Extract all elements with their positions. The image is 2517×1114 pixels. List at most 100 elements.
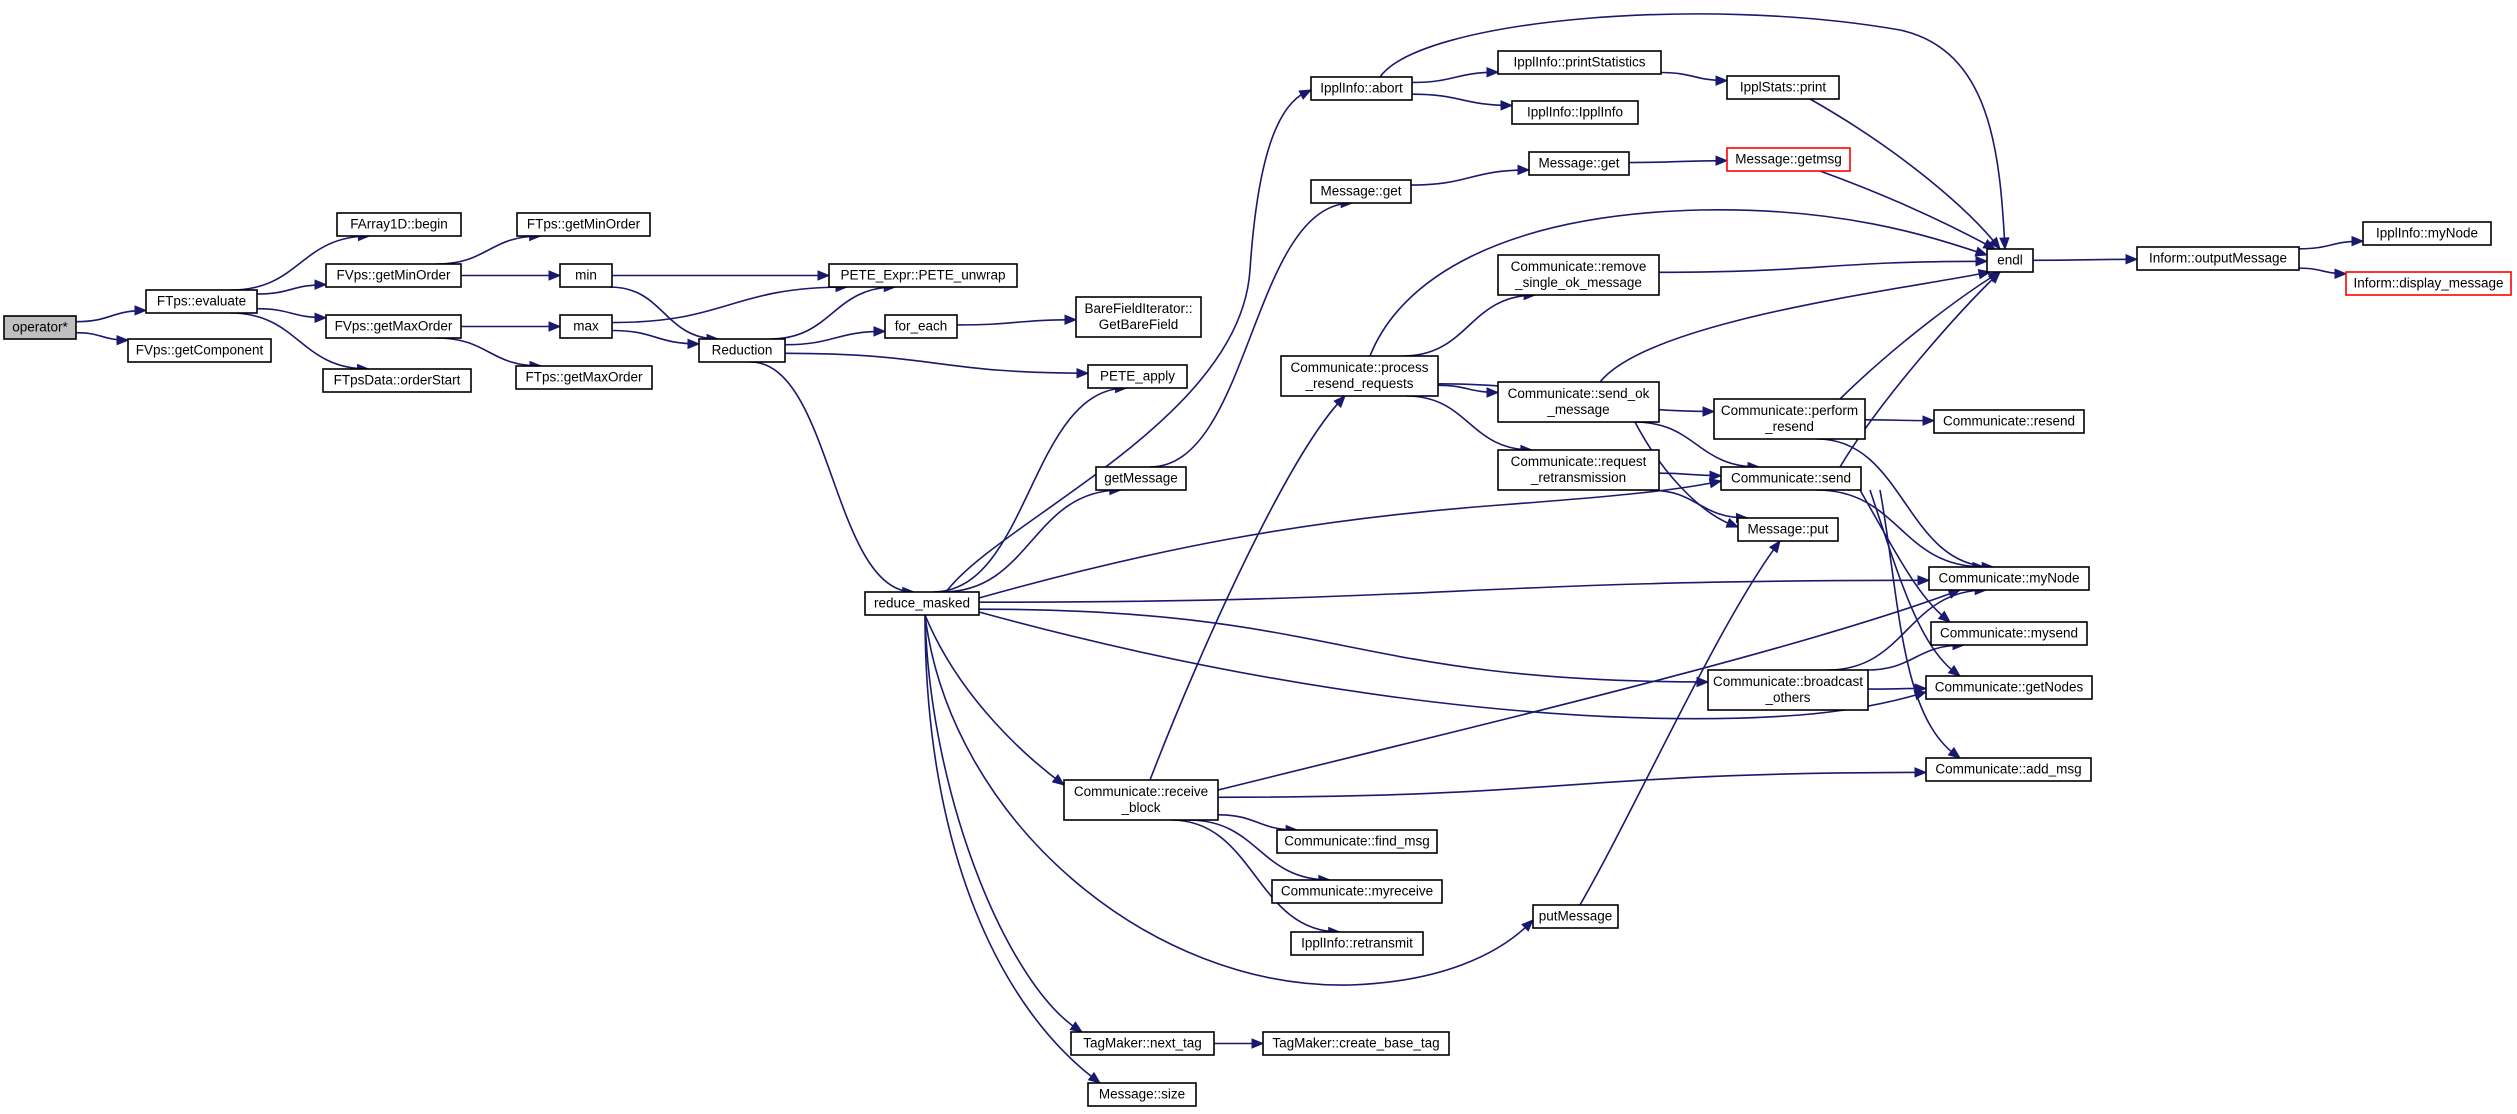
node-box[interactable] [828,263,1018,288]
node-box[interactable] [1262,1031,1450,1056]
node-box[interactable] [1095,466,1187,491]
node-barefielditerator[interactable]: BareFieldIterator::GetBareField [1075,296,1202,338]
node-box[interactable] [1925,757,2092,782]
node-communicate-myreceive[interactable]: Communicate::myreceive [1271,879,1443,904]
node-box[interactable] [336,212,462,237]
node-message-size[interactable]: Message::size [1087,1082,1197,1107]
node-box[interactable] [1930,621,2088,646]
node-communicate-resend[interactable]: Communicate::resend [1933,409,2085,434]
node-box[interactable] [1986,248,2034,273]
node-box[interactable] [1075,296,1202,338]
node-box[interactable] [1497,254,1660,296]
node-box[interactable] [698,338,786,363]
node-box[interactable] [145,289,258,314]
node-box[interactable] [1087,364,1188,389]
node-message-get-inner[interactable]: Message::get [1528,151,1630,176]
node-ftps-getminorder[interactable]: FTps::getMinOrder [516,212,651,237]
node-box[interactable] [1310,76,1413,101]
node-box[interactable] [2345,271,2512,296]
node-box[interactable] [3,315,77,340]
node-box[interactable] [1497,381,1660,423]
node-communicate-receive-block[interactable]: Communicate::receive_block [1063,779,1219,821]
node-box[interactable] [1290,931,1424,956]
node-putmessage[interactable]: putMessage [1532,904,1619,929]
node-inform-outputmessage[interactable]: Inform::outputMessage [2136,246,2300,271]
node-box[interactable] [1720,466,1862,491]
node-box[interactable] [864,591,980,616]
node-box[interactable] [325,263,462,288]
node-box[interactable] [1707,669,1869,711]
node-box[interactable] [1925,675,2093,700]
node-box[interactable] [1497,50,1662,75]
node-getmessage[interactable]: getMessage [1095,466,1187,491]
node-box[interactable] [1713,398,1866,440]
node-box[interactable] [1933,409,2085,434]
node-ftpsdata-orderstart[interactable]: FTpsData::orderStart [322,368,472,393]
node-communicate-broadcast-others[interactable]: Communicate::broadcast_others [1707,669,1869,711]
node-box[interactable] [1726,147,1851,172]
node-box[interactable] [325,314,462,339]
node-box[interactable] [559,263,613,288]
node-ftps-getmaxorder[interactable]: FTps::getMaxOrder [515,365,653,390]
node-ipplinfo-printstatistics[interactable]: IpplInfo::printStatistics [1497,50,1662,75]
node-fvps-getcomponent[interactable]: FVps::getComponent [127,338,272,363]
node-min[interactable]: min [559,263,613,288]
node-pete-unwrap[interactable]: PETE_Expr::PETE_unwrap [828,263,1018,288]
node-box[interactable] [1280,355,1439,397]
node-box[interactable] [515,365,653,390]
node-ipplinfo-abort[interactable]: IpplInfo::abort [1310,76,1413,101]
node-fvps-getmaxorder[interactable]: FVps::getMaxOrder [325,314,462,339]
node-ipplinfo-ipplinfo[interactable]: IpplInfo::IpplInfo [1511,100,1639,125]
node-box[interactable] [1087,1082,1197,1107]
node-box[interactable] [1737,517,1839,542]
node-box[interactable] [1063,779,1219,821]
node-communicate-add-msg[interactable]: Communicate::add_msg [1925,757,2092,782]
node-communicate-find-msg[interactable]: Communicate::find_msg [1276,829,1438,854]
node-communicate-getnodes[interactable]: Communicate::getNodes [1925,675,2093,700]
node-max[interactable]: max [559,314,613,339]
node-box[interactable] [1497,449,1660,491]
node-box[interactable] [884,314,958,339]
node-reduction[interactable]: Reduction [698,338,786,363]
node-message-get-outer[interactable]: Message::get [1310,179,1412,204]
node-box[interactable] [2362,221,2492,246]
node-farray1d-begin[interactable]: FArray1D::begin [336,212,462,237]
node-communicate-request-retrans[interactable]: Communicate::request_retransmission [1497,449,1660,491]
node-box[interactable] [1928,566,2090,591]
node-tagmaker-next-tag[interactable]: TagMaker::next_tag [1070,1031,1215,1056]
node-ipplstats-print[interactable]: IpplStats::print [1726,75,1840,100]
node-communicate-perform-resend[interactable]: Communicate::perform_resend [1713,398,1866,440]
node-pete-apply[interactable]: PETE_apply [1087,364,1188,389]
node-communicate-remove-single[interactable]: Communicate::remove_single_ok_message [1497,254,1660,296]
node-box[interactable] [1528,151,1630,176]
node-reduce-masked[interactable]: reduce_masked [864,591,980,616]
node-tagmaker-create-base-tag[interactable]: TagMaker::create_base_tag [1262,1031,1450,1056]
node-communicate-send[interactable]: Communicate::send [1720,466,1862,491]
node-box[interactable] [1726,75,1840,100]
node-box[interactable] [1532,904,1619,929]
node-communicate-send-ok[interactable]: Communicate::send_ok_message [1497,381,1660,423]
node-message-getmsg[interactable]: Message::getmsg [1726,147,1851,172]
node-box[interactable] [1511,100,1639,125]
node-message-put[interactable]: Message::put [1737,517,1839,542]
node-box[interactable] [516,212,651,237]
node-for-each[interactable]: for_each [884,314,958,339]
node-endl[interactable]: endl [1986,248,2034,273]
node-communicate-process-resend[interactable]: Communicate::process_resend_requests [1280,355,1439,397]
node-ipplinfo-retransmit[interactable]: IpplInfo::retransmit [1290,931,1424,956]
node-box[interactable] [127,338,272,363]
node-box[interactable] [1276,829,1438,854]
node-communicate-mysend[interactable]: Communicate::mysend [1930,621,2088,646]
node-box[interactable] [322,368,472,393]
node-inform-display-message[interactable]: Inform::display_message [2345,271,2512,296]
node-fvps-getminorder[interactable]: FVps::getMinOrder [325,263,462,288]
node-communicate-mynode[interactable]: Communicate::myNode [1928,566,2090,591]
node-box[interactable] [1310,179,1412,204]
node-box[interactable] [559,314,613,339]
node-ftps-evaluate[interactable]: FTps::evaluate [145,289,258,314]
node-box[interactable] [2136,246,2300,271]
node-ipplinfo-mynode[interactable]: IpplInfo::myNode [2362,221,2492,246]
node-box[interactable] [1070,1031,1215,1056]
node-box[interactable] [1271,879,1443,904]
node-operator-star[interactable]: operator* [3,315,77,340]
